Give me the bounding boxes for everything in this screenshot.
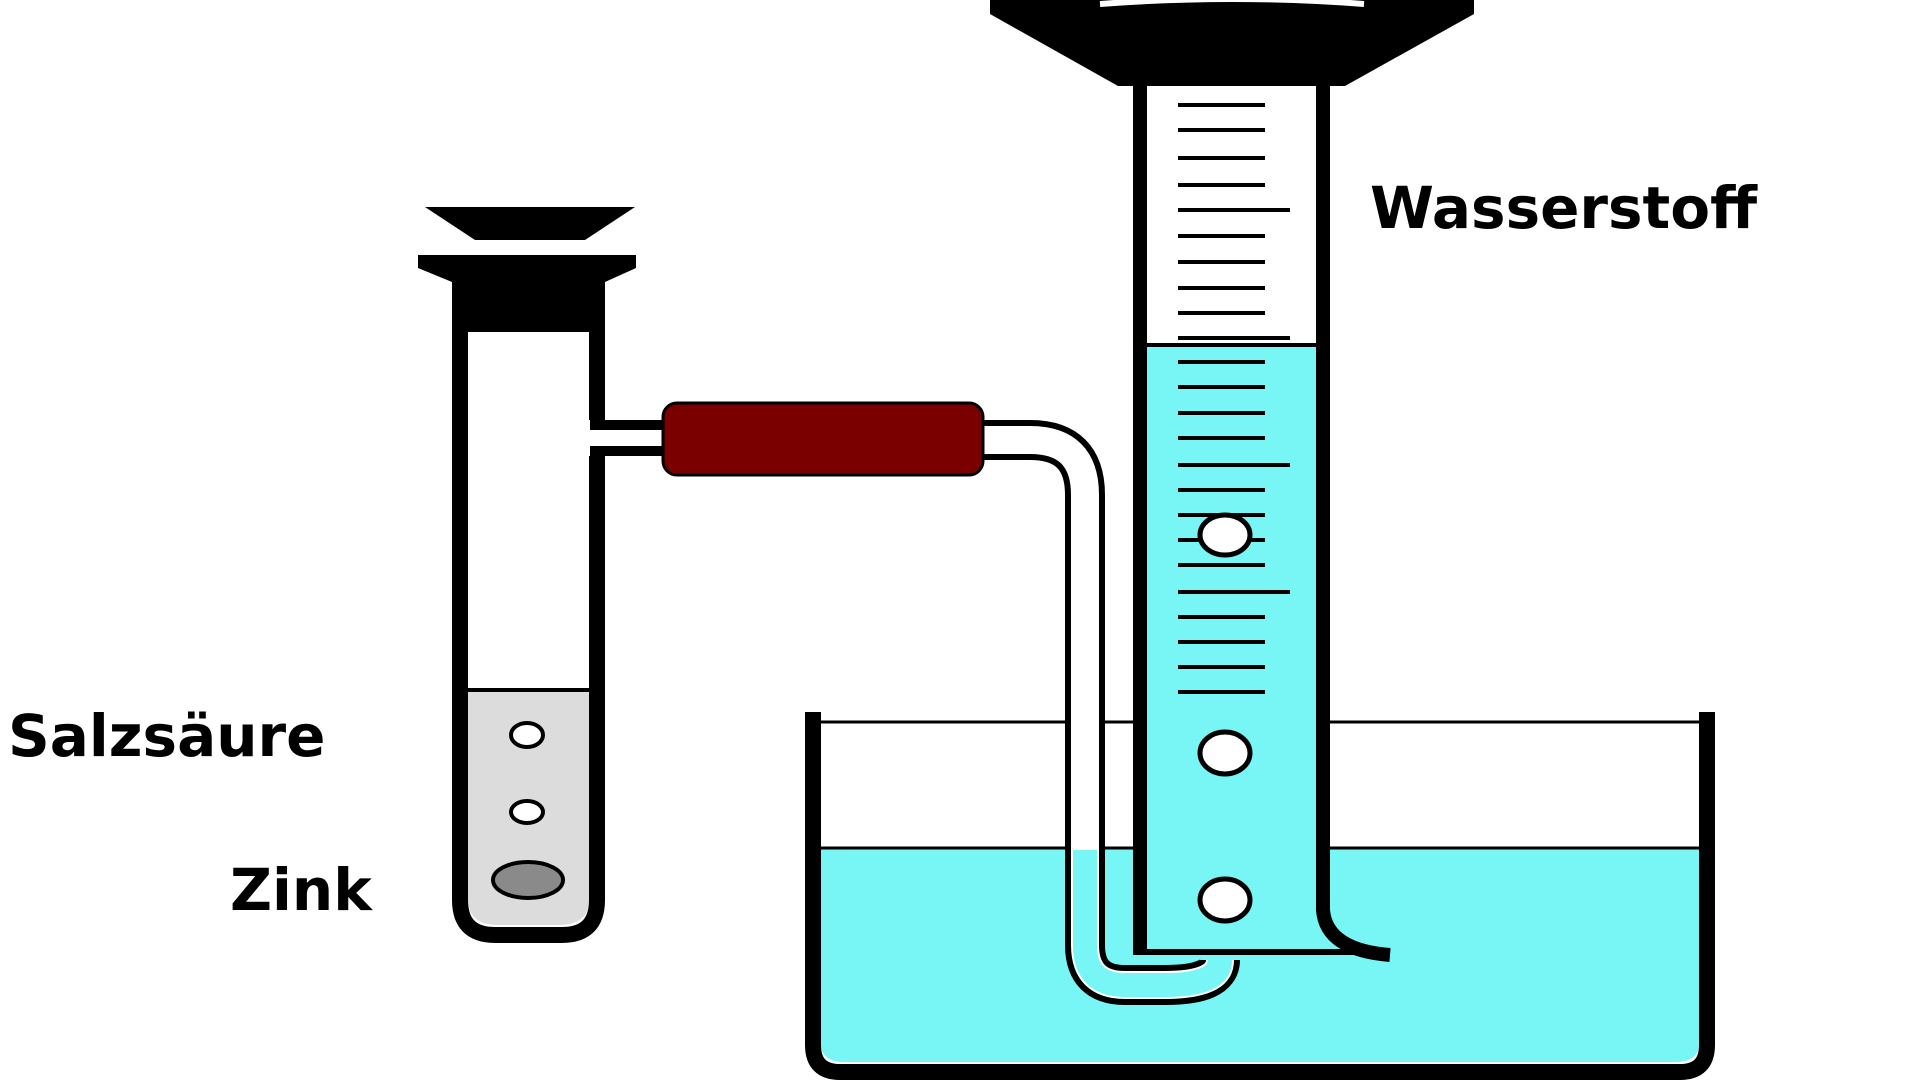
cylinder-water	[1146, 345, 1318, 950]
zinc-piece	[491, 860, 565, 900]
side-arm-inner	[590, 430, 670, 446]
trough-outline	[805, 712, 1715, 1080]
label-zinc: Zink	[230, 856, 373, 924]
side-arm	[590, 420, 670, 456]
test-tube-cap	[425, 207, 635, 240]
measuring-cylinder	[990, 0, 1474, 962]
gas-bubble	[1197, 876, 1253, 924]
gas-bubble	[1197, 512, 1253, 558]
delivery-tube-submerged	[1073, 850, 1232, 997]
acid-bubble	[509, 799, 545, 825]
label-hydrogen: Wasserstoff	[1370, 174, 1758, 242]
rubber-hose	[661, 401, 985, 477]
gas-bubble	[1197, 729, 1253, 777]
delivery-tube	[975, 420, 1240, 1005]
cylinder-foot-highlight	[1099, 0, 1365, 7]
acid-bubble	[509, 721, 545, 749]
cylinder-foot	[990, 0, 1474, 86]
label-hydrochloric-acid: Salzsäure	[8, 702, 325, 770]
graduation-marks	[1178, 103, 1290, 694]
test-tube-rim	[418, 255, 636, 282]
test-tube-stopper	[452, 282, 605, 332]
test-tube	[418, 207, 636, 943]
